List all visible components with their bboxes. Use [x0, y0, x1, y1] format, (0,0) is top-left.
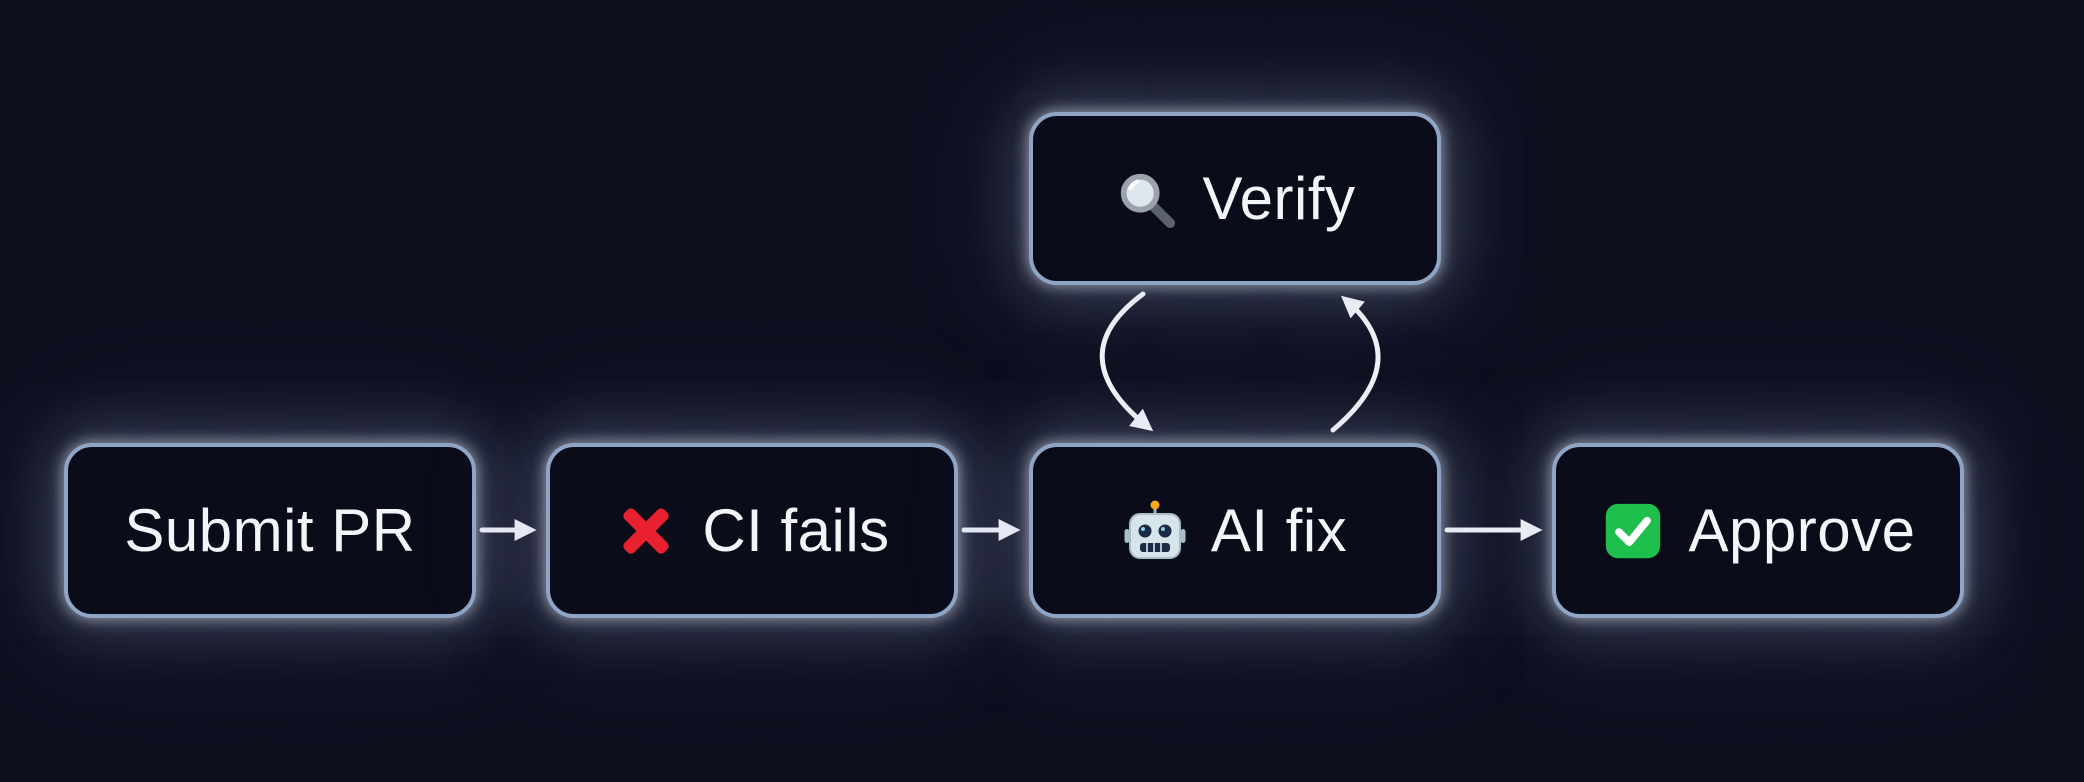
edge-verify-to-ai-fix [1099, 291, 1154, 432]
node-label: Submit PR [124, 497, 416, 564]
node-label: Verify [1202, 165, 1356, 232]
node-label: CI fails [702, 497, 890, 564]
node-label: Approve [1688, 497, 1916, 564]
node-approve: Approve [1552, 443, 1964, 618]
node-ai-fix: AI fix [1029, 443, 1441, 618]
red-x-icon [614, 499, 678, 563]
node-submit-pr: Submit PR [64, 443, 476, 618]
robot-icon [1123, 499, 1187, 563]
edge-ai-fix-to-verify [1330, 295, 1381, 433]
node-ci-fails: CI fails [546, 443, 958, 618]
magnifier-icon [1114, 167, 1178, 231]
node-label: AI fix [1210, 497, 1348, 564]
check-icon [1601, 499, 1665, 563]
node-verify: Verify [1029, 112, 1441, 285]
